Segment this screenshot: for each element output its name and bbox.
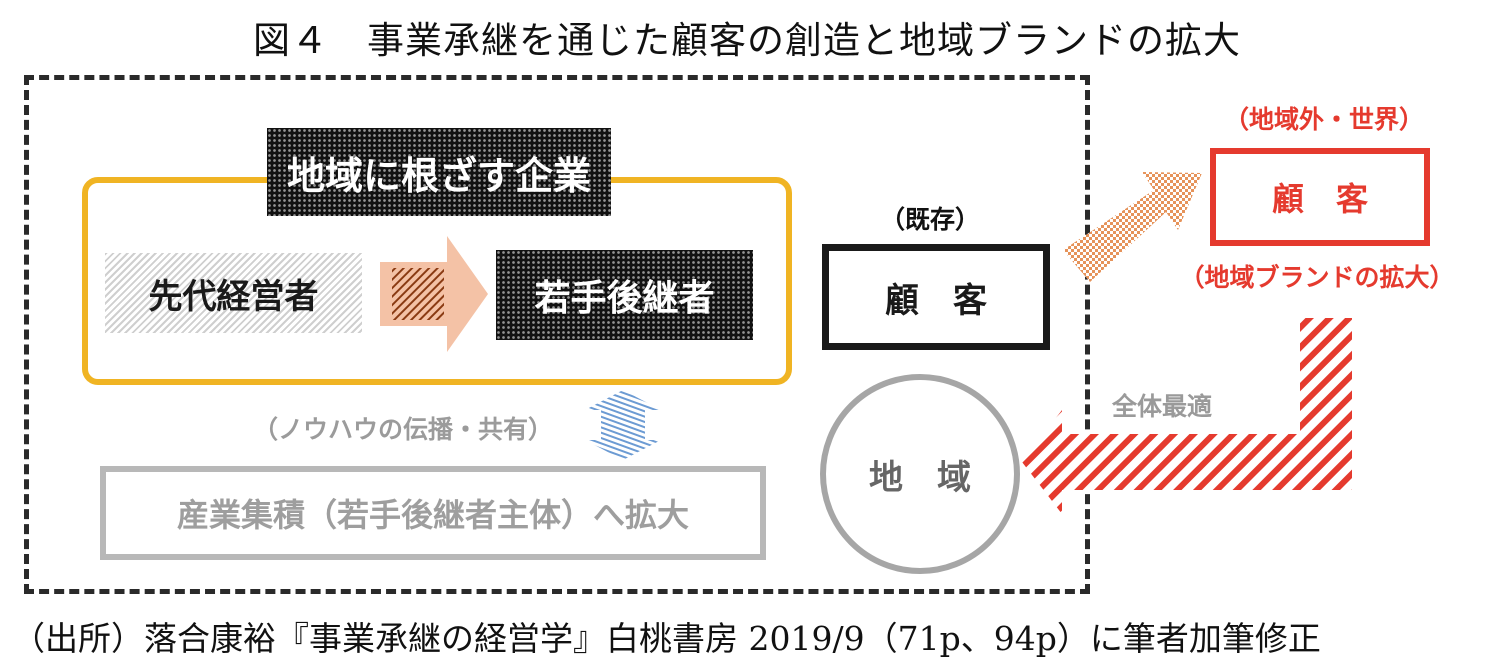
existing-customer-box: 顧 客	[822, 244, 1050, 350]
knowhow-sharing-label: （ノウハウの伝播・共有）	[253, 415, 554, 444]
region-boundary-frame	[24, 75, 1090, 594]
succession-arrow-hatch	[392, 268, 444, 320]
local-company-title: 地域に根ざす企業	[267, 128, 611, 216]
growth-arrow-to-global	[1063, 172, 1202, 282]
source-note: （出所）落合康裕『事業承継の経営学』白桃書房 2019/9（71p、94p）に筆…	[12, 619, 1321, 658]
outside-region-label: （地域外・世界）	[1223, 105, 1424, 134]
figure-title: 図４ 事業承継を通じた顧客の創造と地域ブランドの拡大	[253, 19, 1241, 62]
knowhow-sharing-arrow	[585, 390, 661, 460]
regional-brand-label: （地域ブランドの拡大）	[1179, 263, 1455, 292]
region-circle: 地 域	[820, 374, 1020, 574]
overall-optimization-label: 全体最適	[1112, 392, 1213, 421]
predecessor-box: 先代経営者	[105, 253, 362, 333]
successor-box: 若手後継者	[496, 250, 753, 340]
feedback-arrow-to-region	[1022, 318, 1352, 514]
industry-cluster-box: 産業集積（若手後継者主体）へ拡大	[100, 466, 766, 560]
existing-customer-label: （既存）	[879, 205, 980, 234]
global-customer-box: 顧 客	[1210, 148, 1430, 246]
